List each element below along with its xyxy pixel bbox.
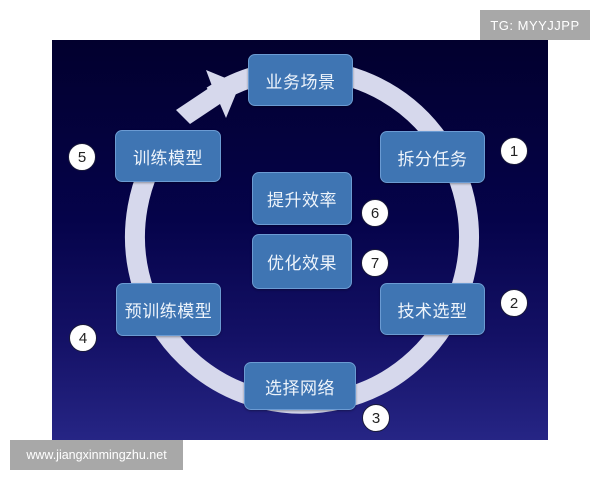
step-number: 3 [371,409,381,427]
step-number: 5 [77,148,87,166]
node-optimize-results: 优化效果 [252,234,352,289]
node-label: 拆分任务 [397,149,468,170]
node-select-network: 选择网络 [244,362,356,410]
node-label: 预训练模型 [124,302,213,322]
step-number: 7 [370,254,380,272]
node-business-scenario: 业务场景 [248,54,353,106]
step-number: 2 [509,294,519,312]
watermark-tg: TG: MYYJJPP [480,10,590,40]
step-badge-3: 3 [362,404,390,432]
step-badge-1: 1 [500,137,528,165]
node-label: 技术选型 [397,301,468,322]
node-label: 训练模型 [133,148,203,169]
step-badge-4: 4 [69,324,97,352]
step-badge-6: 6 [361,199,389,227]
step-badge-5: 5 [68,143,96,171]
node-label: 优化效果 [267,254,337,274]
step-number: 1 [509,142,519,160]
watermark-url: www.jiangxinmingzhu.net [10,440,183,470]
step-number: 6 [370,204,380,222]
node-train-model: 训练模型 [115,130,221,182]
node-tech-selection: 技术选型 [380,283,485,335]
watermark-url-text: www.jiangxinmingzhu.net [26,448,167,462]
node-split-task: 拆分任务 [380,131,485,183]
step-badge-7: 7 [361,249,389,277]
node-label: 选择网络 [265,378,335,399]
node-improve-efficiency: 提升效率 [252,172,352,225]
node-label: 业务场景 [265,72,336,93]
step-badge-2: 2 [500,289,528,317]
node-label: 提升效率 [267,191,337,211]
node-pretrain-model: 预训练模型 [116,283,221,336]
watermark-tg-text: TG: MYYJJPP [490,17,580,33]
step-number: 4 [78,329,88,347]
